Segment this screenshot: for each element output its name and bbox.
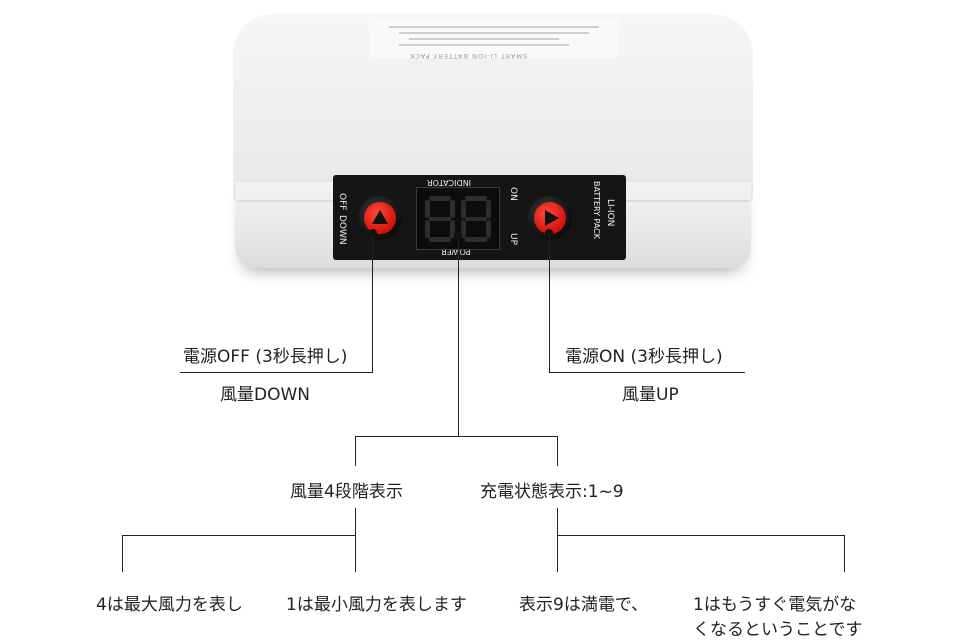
display-segment: [465, 237, 487, 242]
callout-low-charge-line1: 1はもうすぐ電気がな: [693, 595, 857, 615]
lower-left-stem: [355, 508, 356, 572]
sticker-line: [399, 32, 589, 34]
display-segment: [450, 220, 455, 238]
device-label-sticker: SMART LI-ION BATTERY PACK: [369, 18, 619, 60]
indicator-label: INDICATOR: [427, 178, 472, 187]
li-ion-label: LI-ION: [605, 199, 615, 227]
callout-charge-display: 充電状態表示:1~9: [480, 482, 624, 502]
callout-full-charge: 表示9は満電で、: [519, 595, 649, 615]
middle-connector-vertical: [458, 238, 459, 437]
middle-branch-horizontal: [355, 436, 558, 437]
callout-power-off: 電源OFF (3秒長押し): [183, 347, 348, 367]
right-callout-underline: [549, 372, 745, 373]
up-button-pointer-dot: [545, 229, 553, 237]
left-callout-underline: [180, 372, 373, 373]
display-segment: [429, 217, 451, 221]
callout-fan-level-display: 風量4段階表示: [290, 482, 403, 502]
lower-right-drop: [844, 535, 845, 572]
sticker-line: [389, 26, 599, 28]
off-label: OFF: [337, 193, 347, 211]
middle-branch-right: [557, 436, 558, 466]
callout-fan-up: 風量UP: [622, 385, 679, 405]
callout-power-on: 電源ON (3秒長押し): [565, 347, 723, 367]
display-segment: [425, 200, 430, 218]
display-segment: [465, 196, 487, 201]
sticker-line: [399, 44, 569, 46]
lower-left-branch: [122, 535, 356, 536]
sticker-product-text: SMART LI-ION BATTERY PACK: [409, 52, 528, 60]
down-button[interactable]: [358, 196, 402, 240]
callout-max-wind: 4は最大風力を表し: [96, 595, 243, 615]
display-segment: [450, 200, 455, 218]
callout-low-charge-line2: くなるということです: [693, 620, 863, 640]
display-segment: [461, 200, 466, 218]
lower-right-branch: [557, 535, 845, 536]
callout-min-wind: 1は最小風力を表します: [286, 595, 467, 615]
middle-branch-left: [355, 436, 356, 466]
display-segment: [461, 220, 466, 238]
display-segment: [425, 220, 430, 238]
display-segment: [486, 200, 491, 218]
lower-left-drop: [122, 535, 123, 572]
battery-pack-label: BATTERY PACK: [592, 181, 601, 239]
display-segment: [465, 217, 487, 221]
down-button-pointer-dot: [369, 229, 377, 237]
down-label: DOWN: [337, 215, 347, 245]
callout-fan-down: 風量DOWN: [220, 385, 310, 405]
display-pointer-dot: [454, 231, 462, 239]
display-segment: [429, 196, 451, 201]
triangle-up-icon: [372, 210, 388, 224]
sticker-line: [409, 38, 559, 40]
lower-right-stem: [557, 508, 558, 572]
on-label: ON: [508, 187, 518, 201]
up-button-face: [534, 202, 566, 234]
up-label: UP: [508, 233, 518, 246]
right-connector-vertical: [549, 236, 550, 373]
display-segment: [486, 220, 491, 238]
left-connector-vertical: [372, 236, 373, 373]
triangle-right-icon: [545, 210, 559, 226]
display-segment: [429, 237, 451, 242]
down-button-face: [364, 202, 396, 234]
